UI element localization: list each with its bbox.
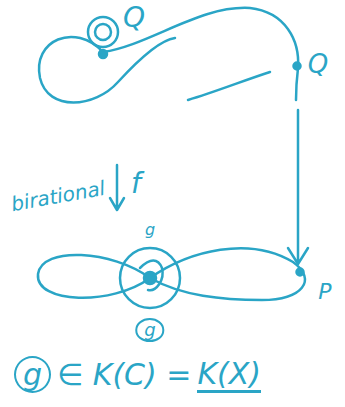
map-arrow (288, 110, 308, 264)
curve-branch (188, 72, 270, 100)
equation-row: g∈ K(C) =K(X) (14, 356, 261, 393)
point-label: P (318, 280, 331, 304)
node-circle (88, 17, 118, 47)
equation-term: ∈ K(C) = (57, 358, 191, 391)
curve-loop (140, 261, 163, 291)
point-label: birational (9, 177, 106, 215)
map-arrow (110, 165, 124, 210)
node-circle (120, 248, 180, 308)
node-circle (95, 24, 111, 40)
point-label: g (145, 221, 155, 239)
node-dot (144, 272, 156, 284)
point-dot (99, 50, 107, 58)
point-label: g (135, 318, 164, 342)
curve-loop (38, 255, 150, 298)
equation-term: K(X) (197, 357, 261, 393)
equation-term: g (14, 356, 51, 393)
point-dot (297, 269, 304, 276)
point-label: Q (123, 3, 145, 34)
point-label: f (131, 169, 141, 200)
curve-loop (150, 248, 305, 300)
point-label: Q (308, 50, 328, 79)
point-dot (294, 63, 301, 70)
